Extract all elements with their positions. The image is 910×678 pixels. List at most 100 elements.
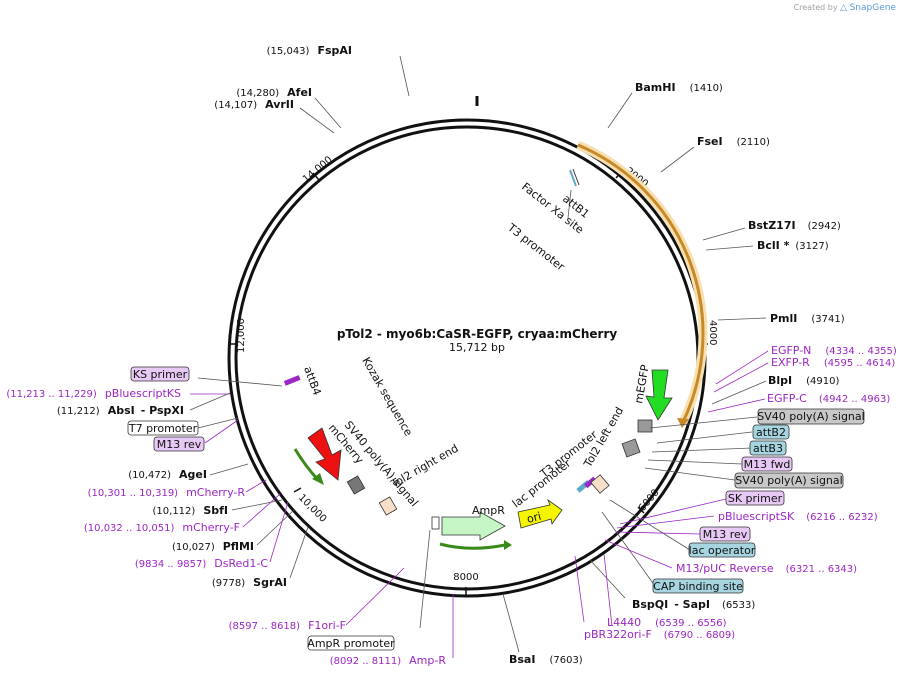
box-m13-rev-right-label: M13 rev xyxy=(703,528,748,541)
site-fsei[interactable]: FseI(2110) xyxy=(697,135,770,148)
primer-pbr322ori-f[interactable]: pBR322ori-F(6790 .. 6809) xyxy=(584,628,735,641)
site-sbfi[interactable]: (10,112)SbfI xyxy=(153,504,228,517)
site-afei[interactable]: (14,280)AfeI xyxy=(236,86,312,99)
primer-amp-r-pos: (8092 .. 8111) xyxy=(330,656,402,667)
leader-f1ori-f xyxy=(345,567,405,626)
site-bspqi-sapi[interactable]: BspQI- SapI(6533) xyxy=(632,598,755,611)
t3-promoter-top-label: T3 promoter xyxy=(504,221,567,274)
cds-arc-arrowhead xyxy=(677,418,689,428)
box-ks-primer[interactable]: KS primer xyxy=(130,366,190,382)
leader-fsei xyxy=(660,146,695,173)
box-sv40-polyA-2[interactable]: SV40 poly(A) signal xyxy=(734,472,844,489)
box-t7-promoter-label: T7 promoter xyxy=(128,422,198,435)
site-sgrai[interactable]: (9778)SgrAI xyxy=(212,576,287,589)
site-absi-pspxi[interactable]: (11,212)AbsI- PspXI xyxy=(57,404,184,417)
mCherry-arrow xyxy=(307,427,342,481)
primer-pbluescriptsk-name: pBluescriptSK xyxy=(718,510,795,523)
primer-exfp-r-pos: (4595 .. 4614) xyxy=(824,358,896,369)
leader-sk-primer xyxy=(619,498,727,525)
leader-m13rev-left xyxy=(204,419,239,444)
leader-blpi xyxy=(711,380,767,405)
site-pspxi-name: PspXI xyxy=(149,404,184,417)
ampR-arrow xyxy=(441,511,506,541)
primer-pbluescriptks-name: pBluescriptKS xyxy=(105,387,181,400)
primer-pbluescriptsk[interactable]: pBluescriptSK (6216 .. 6232) xyxy=(718,510,878,523)
leader-m13puc xyxy=(604,539,673,569)
site-agei-pos: (10,472) xyxy=(128,470,171,481)
site-bsai-name: BsaI xyxy=(509,653,535,666)
site-bcli-name: BclI * xyxy=(757,239,790,252)
primer-egfp-n-name: EGFP-N xyxy=(771,344,811,357)
primer-l4440-pos: (6539 .. 6556) xyxy=(655,618,727,629)
created-by-text: Created by xyxy=(793,3,838,12)
primer-dsred1-c[interactable]: (9834 .. 9857)DsRed1-C xyxy=(135,557,268,570)
tick-label-4000: 4000 xyxy=(707,320,718,345)
site-pflmi[interactable]: (10,027)PflMI xyxy=(172,540,254,553)
leader-agei xyxy=(209,463,249,476)
primer-egfp-c-pos: (4942 .. 4963) xyxy=(819,394,891,405)
site-avrii-pos: (14,107) xyxy=(214,100,257,111)
box-m13-rev-left-label: M13 rev xyxy=(157,438,202,451)
primer-m13puc[interactable]: M13/pUC Reverse(6321 .. 6343) xyxy=(676,562,857,575)
box-sv40-polyA-1[interactable]: SV40 poly(A) signal xyxy=(757,408,865,425)
factor-xa-feature xyxy=(572,168,580,186)
box-ampr-promoter-label: AmpR promoter xyxy=(307,637,395,650)
site-bsai-pos: (7603) xyxy=(549,655,582,666)
primer-mcherry-f[interactable]: (10,032 .. 10,051)mCherry-F xyxy=(84,521,240,534)
box-t7-promoter[interactable]: T7 promoter xyxy=(127,420,199,436)
box-cap-binding-site-label: CAP binding site xyxy=(653,580,743,593)
box-attb3[interactable]: attB3 xyxy=(749,440,787,456)
site-bamhi[interactable]: BamHI(1410) xyxy=(635,81,723,94)
site-bstz17i[interactable]: BstZ17I(2942) xyxy=(748,219,841,232)
site-bcli[interactable]: BclI *(3127) xyxy=(757,239,829,252)
primer-f1ori-f[interactable]: (8597 .. 8618)F1ori-F xyxy=(229,619,346,632)
primer-mcherry-r[interactable]: (10,301 .. 10,319)mCherry-R xyxy=(88,486,246,499)
box-ks-primer-label: KS primer xyxy=(133,368,188,381)
primer-f1ori-f-pos: (8597 .. 8618) xyxy=(229,621,301,632)
box-m13-fwd[interactable]: M13 fwd xyxy=(741,456,793,472)
box-ampr-promoter[interactable]: AmpR promoter xyxy=(307,635,395,651)
site-bsai[interactable]: BsaI (7603) xyxy=(509,653,583,666)
site-blpi[interactable]: BlpI(4910) xyxy=(768,374,839,387)
primer-exfp-r-name: EXFP-R xyxy=(771,356,810,369)
site-pmli-name: PmlI xyxy=(770,312,797,325)
tick-label-8000: 8000 xyxy=(453,572,478,583)
primer-pbluescriptsk-pos: (6216 .. 6232) xyxy=(806,512,878,523)
leader-pflmi xyxy=(256,509,295,546)
primer-m13puc-name: M13/pUC Reverse xyxy=(676,562,774,575)
primer-mcherry-r-name: mCherry-R xyxy=(186,486,245,499)
box-m13-rev-right[interactable]: M13 rev xyxy=(699,526,751,542)
primer-amp-r[interactable]: (8092 .. 8111)Amp-R xyxy=(330,654,447,667)
site-sapi-pos: (6533) xyxy=(722,600,755,611)
site-bstz17i-name: BstZ17I xyxy=(748,219,796,232)
attB1-leader xyxy=(567,189,572,219)
box-m13-rev-left[interactable]: M13 rev xyxy=(153,436,205,452)
box-cap-binding-site[interactable]: CAP binding site xyxy=(652,578,744,594)
leader-sbfi xyxy=(231,499,283,511)
site-absi-pos: (11,212) xyxy=(57,406,100,417)
site-fspai[interactable]: (15,043)FspAI xyxy=(267,44,352,57)
box-m13-fwd-label: M13 fwd xyxy=(744,458,791,471)
ampR-green-arc xyxy=(439,542,506,550)
box-lac-operator[interactable]: lac operator xyxy=(688,542,756,558)
primer-egfp-n[interactable]: EGFP-N(4334 .. 4355) xyxy=(771,344,897,357)
site-avrii[interactable]: (14,107)AvrII xyxy=(214,98,294,111)
site-pmli[interactable]: PmlI(3741) xyxy=(770,312,845,325)
leader-sv40-right1 xyxy=(649,416,758,429)
box-sk-primer[interactable]: SK primer xyxy=(725,490,785,506)
leader-bamhi xyxy=(607,92,633,129)
box-attb2[interactable]: attB2 xyxy=(752,424,790,440)
leader-sv40-right2 xyxy=(644,467,736,481)
primer-l4440[interactable]: L4440(6539 .. 6556) xyxy=(607,616,727,629)
leader-pbluescriptsk xyxy=(616,515,715,529)
primer-egfp-c[interactable]: EGFP-C(4942 .. 4963) xyxy=(767,392,890,405)
tol2-right-end-label: Tol2 right end xyxy=(388,442,460,491)
leader-bcli xyxy=(705,245,754,251)
site-agei[interactable]: (10,472)AgeI xyxy=(128,468,207,481)
primer-pbluescriptks[interactable]: (11,213 .. 11,229)pBluescriptKS xyxy=(6,387,181,400)
leader-bstz17i xyxy=(702,227,746,241)
primer-exfp-r[interactable]: EXFP-R (4595 .. 4614) xyxy=(771,356,895,369)
leader-mcherry-f xyxy=(242,493,281,528)
ampR-label: AmpR xyxy=(472,504,505,517)
attB4-label: attB4 xyxy=(301,365,323,398)
